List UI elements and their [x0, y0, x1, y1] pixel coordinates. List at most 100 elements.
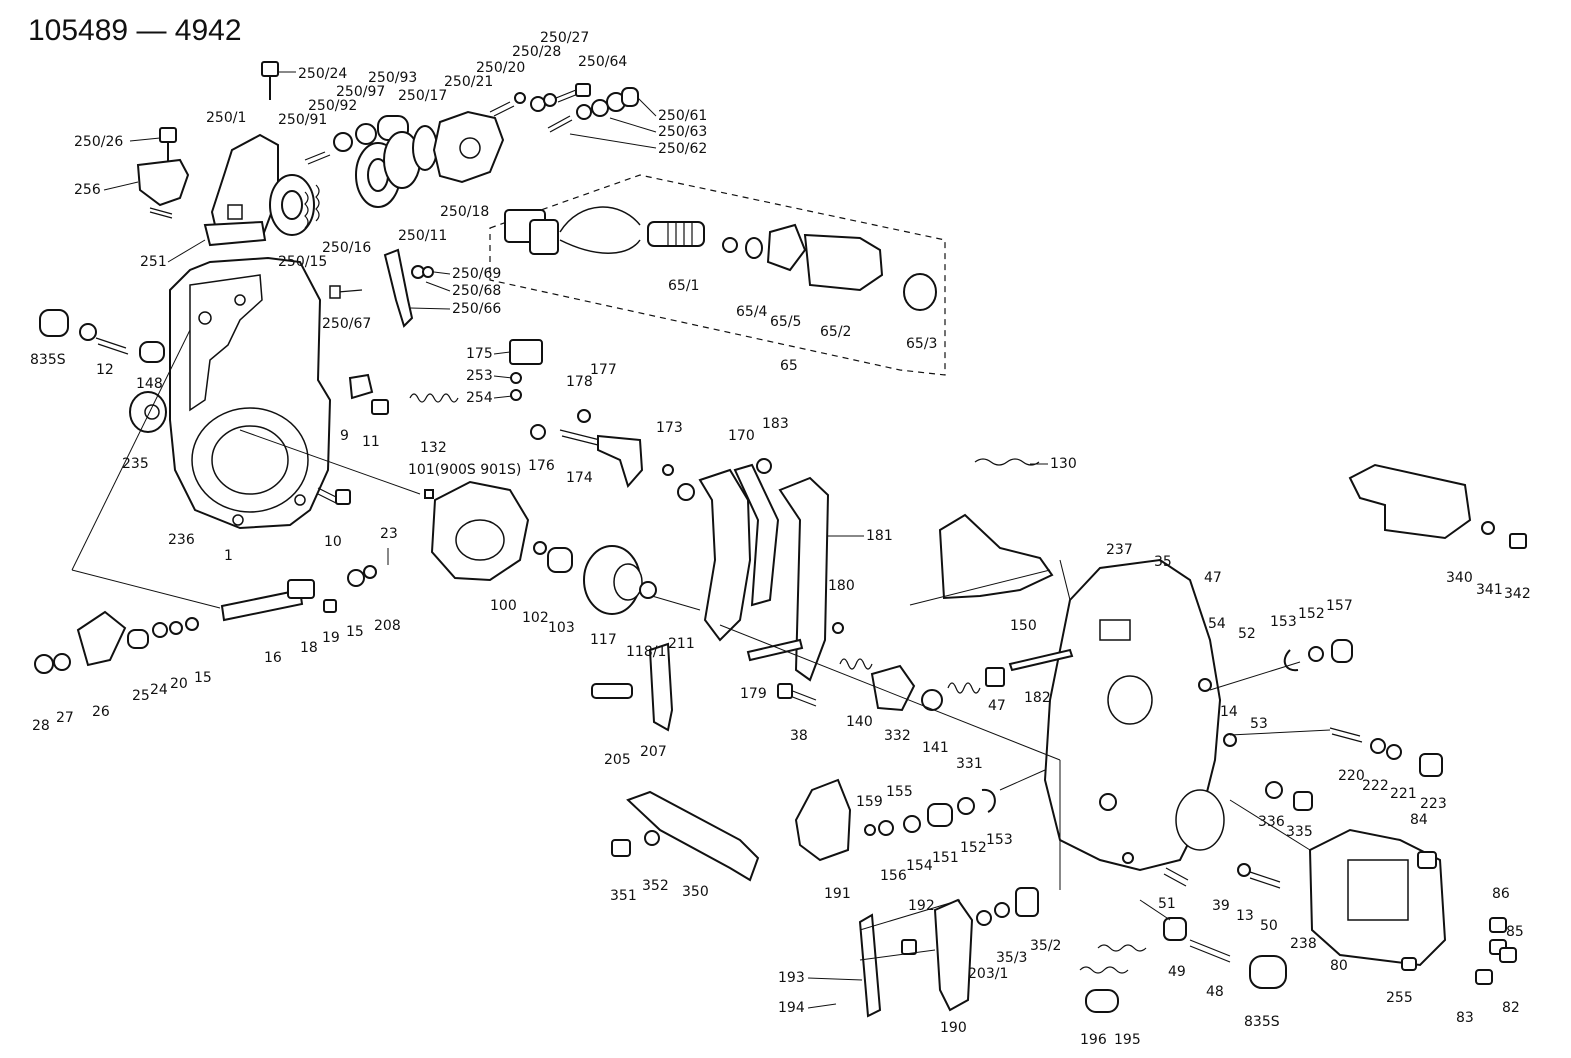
label-100: 100 — [490, 598, 517, 614]
label-13: 13 — [1236, 908, 1254, 924]
label-250-11: 250/11 — [398, 228, 447, 244]
label-12: 12 — [96, 362, 114, 378]
label-28: 28 — [32, 718, 50, 734]
label-331: 331 — [956, 756, 983, 772]
label-236: 236 — [168, 532, 195, 548]
label-156: 156 — [880, 868, 907, 884]
label-250-64: 250/64 — [578, 54, 627, 70]
label-222: 222 — [1362, 778, 1389, 794]
label-65-3: 65/3 — [906, 336, 937, 352]
label-250-21: 250/21 — [444, 74, 493, 90]
label-250-20: 250/20 — [476, 60, 525, 76]
label-153-top: 153 — [1270, 614, 1297, 630]
label-35-2: 35/2 — [1030, 938, 1061, 954]
label-179: 179 — [740, 686, 767, 702]
label-196: 196 — [1080, 1032, 1107, 1048]
label-103: 103 — [548, 620, 575, 636]
label-176: 176 — [528, 458, 555, 474]
label-181: 181 — [866, 528, 893, 544]
label-351: 351 — [610, 888, 637, 904]
label-153-mid: 153 — [986, 832, 1013, 848]
label-102: 102 — [522, 610, 549, 626]
label-27: 27 — [56, 710, 74, 726]
label-250-69: 250/69 — [452, 266, 501, 282]
label-250-26: 250/26 — [74, 134, 123, 150]
label-238: 238 — [1290, 936, 1317, 952]
label-255: 255 — [1386, 990, 1413, 1006]
label-194: 194 — [778, 1000, 805, 1016]
label-141: 141 — [922, 740, 949, 756]
label-250-63: 250/63 — [658, 124, 707, 140]
label-254: 254 — [466, 390, 493, 406]
drive-shaft-group — [34, 548, 389, 674]
label-132: 132 — [420, 440, 447, 456]
label-237: 237 — [1106, 542, 1133, 558]
label-235: 235 — [122, 456, 149, 472]
governor-cover-assembly — [136, 61, 639, 328]
label-86: 86 — [1492, 886, 1510, 902]
label-250-68: 250/68 — [452, 283, 501, 299]
lower-parts-group — [611, 778, 1147, 1018]
diagram-title: 105489 — 4942 — [28, 14, 242, 47]
label-117: 117 — [590, 632, 617, 648]
label-53: 53 — [1250, 716, 1268, 732]
pump-housing — [39, 256, 351, 530]
label-183: 183 — [762, 416, 789, 432]
label-148: 148 — [136, 376, 163, 392]
label-24: 24 — [150, 682, 168, 698]
right-housing-group — [777, 458, 1527, 989]
label-10: 10 — [324, 534, 342, 550]
label-65-4: 65/4 — [736, 304, 768, 320]
label-26: 26 — [92, 704, 110, 720]
label-250-62: 250/62 — [658, 141, 707, 157]
label-180: 180 — [828, 578, 855, 594]
label-118-1: 118/1 — [626, 644, 666, 660]
label-170: 170 — [728, 428, 755, 444]
label-52: 52 — [1238, 626, 1256, 642]
label-835s-bottom: 835S — [1244, 1014, 1280, 1030]
label-250-67: 250/67 — [322, 316, 371, 332]
label-350: 350 — [682, 884, 709, 900]
label-47-top: 47 — [1204, 570, 1222, 586]
label-23: 23 — [380, 526, 398, 542]
label-16: 16 — [264, 650, 282, 666]
label-11: 11 — [362, 434, 380, 450]
label-250-92: 250/92 — [308, 98, 357, 114]
label-150: 150 — [1010, 618, 1037, 634]
label-253: 253 — [466, 368, 493, 384]
label-223: 223 — [1420, 796, 1447, 812]
label-65: 65 — [780, 358, 798, 374]
label-220: 220 — [1338, 768, 1365, 784]
label-47-mid: 47 — [988, 698, 1006, 714]
label-250-16: 250/16 — [322, 240, 371, 256]
label-250-61: 250/61 — [658, 108, 707, 124]
label-250-18: 250/18 — [440, 204, 489, 220]
label-35: 35 — [1154, 554, 1172, 570]
label-15-left: 15 — [194, 670, 212, 686]
label-1: 1 — [224, 548, 233, 564]
label-155: 155 — [886, 784, 913, 800]
label-39: 39 — [1212, 898, 1230, 914]
label-193: 193 — [778, 970, 805, 986]
label-154: 154 — [906, 858, 933, 874]
label-340: 340 — [1446, 570, 1473, 586]
label-84: 84 — [1410, 812, 1428, 828]
label-191: 191 — [824, 886, 851, 902]
label-48: 48 — [1206, 984, 1224, 1000]
label-250-91: 250/91 — [278, 112, 327, 128]
label-207: 207 — [640, 744, 667, 760]
label-175: 175 — [466, 346, 493, 362]
label-208: 208 — [374, 618, 401, 634]
label-159: 159 — [856, 794, 883, 810]
governor-weight-group — [348, 339, 844, 732]
label-152-top: 152 — [1298, 606, 1325, 622]
label-9: 9 — [340, 428, 349, 444]
label-177: 177 — [590, 362, 617, 378]
label-250-27: 250/27 — [540, 30, 589, 46]
label-192: 192 — [908, 898, 935, 914]
label-250-17: 250/17 — [398, 88, 447, 104]
label-250-93: 250/93 — [368, 70, 417, 86]
label-140: 140 — [846, 714, 873, 730]
label-352: 352 — [642, 878, 669, 894]
label-38: 38 — [790, 728, 808, 744]
